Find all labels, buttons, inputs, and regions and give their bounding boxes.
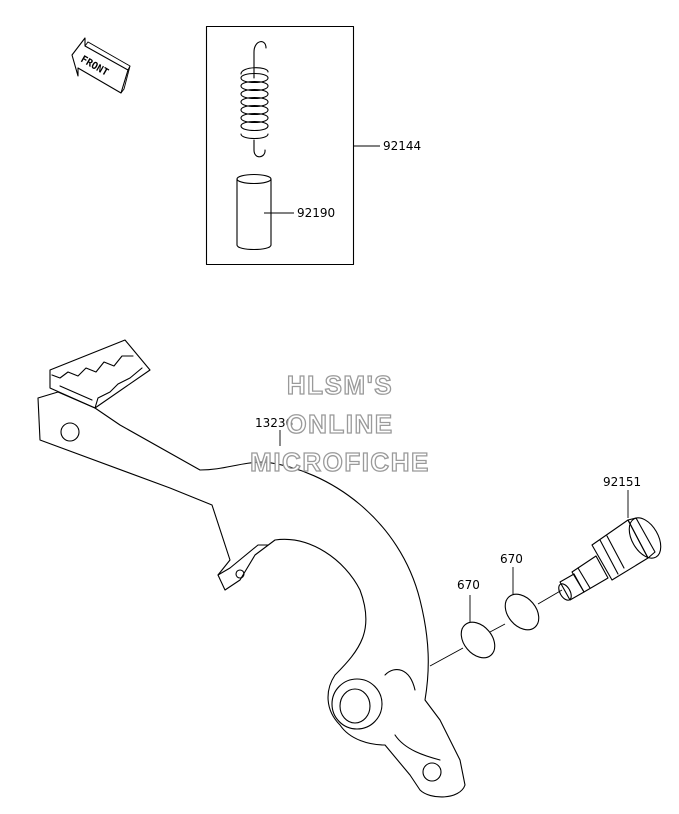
o-ring-part-1 <box>460 621 496 659</box>
watermark-line-2: ONLINE <box>286 409 393 439</box>
watermark: HLSM'S ONLINE MICROFICHE <box>250 369 430 477</box>
part-label-670-b: 670 <box>500 552 523 566</box>
front-arrow-icon: FRONT <box>71 37 131 94</box>
kit-box <box>205 25 355 266</box>
part-label-13236: 13236 <box>255 416 293 430</box>
part-label-92190: 92190 <box>297 206 335 220</box>
watermark-line-1: HLSM'S <box>287 370 393 400</box>
pivot-bolt-part <box>558 517 662 601</box>
collar-part <box>236 173 272 251</box>
brake-pedal-part <box>37 339 466 798</box>
part-label-92151: 92151 <box>603 475 641 489</box>
o-ring-part-2 <box>504 593 540 631</box>
spring-part <box>240 41 269 158</box>
watermark-line-3: MICROFICHE <box>250 447 430 477</box>
part-label-670-a: 670 <box>457 578 480 592</box>
part-label-92144: 92144 <box>383 139 421 153</box>
